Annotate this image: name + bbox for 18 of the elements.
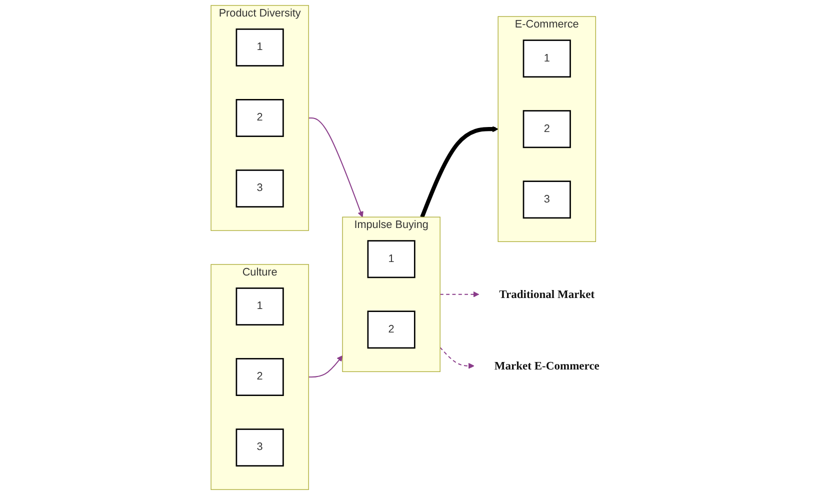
node-box: 3: [522, 180, 572, 219]
node-box: 1: [236, 28, 284, 66]
arrow: [440, 347, 474, 369]
arrow: [308, 117, 364, 218]
node-box: 2: [236, 358, 284, 396]
node-text: Market E-Commerce: [494, 359, 600, 372]
arrow: [420, 126, 498, 218]
node-box: 1: [522, 40, 572, 78]
node-text: Traditional Market: [499, 288, 595, 301]
node-box: 3: [236, 170, 284, 208]
node-box: 3: [236, 428, 284, 467]
arrow: [440, 291, 480, 298]
node-box: 1: [236, 288, 284, 326]
node-box: 1: [367, 240, 416, 278]
arrow: [308, 355, 343, 378]
node-box: 2: [236, 99, 284, 137]
node-box: 2: [522, 110, 572, 148]
node-box: 2: [367, 310, 416, 349]
